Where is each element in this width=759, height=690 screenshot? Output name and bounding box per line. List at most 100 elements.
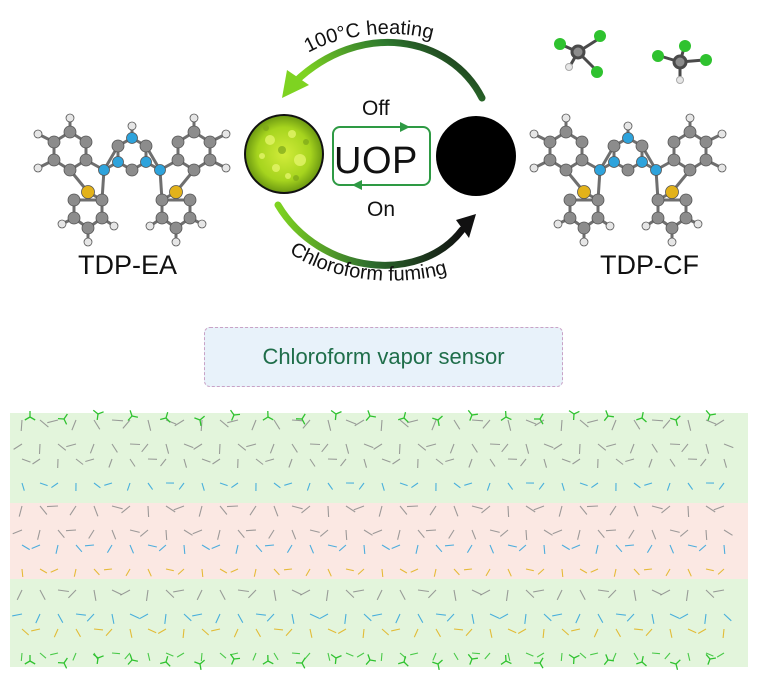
atom-c — [67, 211, 81, 225]
lattice-bond — [147, 544, 157, 548]
lattice-chloroform — [334, 657, 337, 665]
lattice-bond — [337, 628, 347, 634]
lattice-chloroform — [670, 417, 677, 421]
lattice-bond — [176, 652, 185, 658]
atom-h — [33, 163, 43, 173]
lattice-bond — [723, 443, 734, 449]
lattice-bond — [453, 505, 459, 517]
lattice-chloroform — [199, 415, 206, 421]
lattice-bond — [126, 482, 131, 491]
atom-n — [650, 164, 662, 176]
lattice-bond — [75, 613, 86, 616]
lattice-bond — [435, 628, 441, 638]
atom-h — [623, 121, 633, 131]
lattice-bond — [93, 505, 99, 517]
lattice-bond — [158, 544, 167, 552]
lattice-bond — [417, 529, 425, 539]
lattice-bond — [471, 652, 481, 655]
atom-c — [577, 221, 591, 235]
lattice-chloroform — [500, 416, 507, 421]
lattice-bond — [363, 443, 374, 449]
lattice-chloroform — [63, 662, 68, 669]
lattice-bond — [433, 568, 437, 577]
lattice-bond — [212, 458, 221, 465]
lattice-bond — [643, 568, 653, 571]
lattice-bond — [182, 628, 185, 639]
lattice-bond — [651, 443, 658, 453]
atom-c — [699, 153, 713, 167]
atom-c — [169, 221, 183, 235]
lattice-bond — [525, 589, 535, 598]
lattice-chloroform — [335, 655, 342, 659]
lattice-bond — [481, 505, 491, 514]
lattice-bond — [201, 482, 205, 491]
atom-n — [112, 156, 124, 168]
lattice-bond — [628, 529, 635, 539]
lattice-bond — [358, 482, 365, 490]
lattice-bond — [46, 505, 59, 508]
lattice-bond — [587, 419, 599, 424]
lattice-chloroform — [707, 658, 711, 665]
lattice-chloroform — [63, 413, 68, 420]
lattice-bond — [723, 544, 726, 555]
lattice-bond — [192, 529, 203, 535]
atom-h — [171, 237, 181, 247]
lattice-bond — [309, 443, 321, 446]
lattice-bond — [124, 652, 131, 660]
lattice-bond — [255, 613, 266, 616]
lattice-chloroform — [229, 409, 235, 416]
lattice-bond — [662, 419, 671, 429]
lattice-bond — [309, 458, 316, 467]
lattice-chloroform — [432, 417, 439, 421]
uop-label: UOP — [334, 140, 418, 182]
lattice-bond — [561, 568, 564, 578]
lattice-chloroform — [63, 657, 68, 664]
lattice-bond — [285, 628, 293, 637]
lattice-bond — [376, 589, 383, 601]
lattice-bond — [723, 458, 728, 468]
tdp-cf-molecule — [529, 113, 727, 247]
lattice-bond — [489, 529, 500, 533]
lattice-bond — [505, 589, 509, 601]
lattice-bond — [68, 589, 77, 599]
lattice-bond — [226, 505, 239, 508]
lattice-bond — [219, 589, 226, 600]
lattice-bond — [533, 505, 545, 511]
lattice-bond — [525, 529, 528, 541]
lattice-bond — [288, 458, 293, 468]
lattice-bond — [471, 505, 483, 510]
lattice-bond — [466, 544, 473, 553]
atom-c — [635, 139, 649, 153]
lattice-bond — [381, 458, 391, 463]
lattice-bond — [485, 568, 491, 577]
packing-lattice — [12, 409, 734, 671]
lattice-bond — [543, 458, 548, 468]
lattice-bond — [237, 443, 247, 451]
lattice-bond — [104, 482, 113, 486]
lattice-bond — [160, 458, 167, 467]
lattice-bond — [561, 482, 565, 491]
lattice-bond — [543, 443, 554, 449]
lattice-bond — [273, 589, 277, 601]
lattice-chloroform — [334, 413, 337, 421]
lattice-bond — [12, 529, 23, 535]
lattice-bond — [200, 419, 203, 432]
lattice-chloroform — [398, 661, 405, 665]
lattice-bond — [606, 443, 617, 448]
lattice-chloroform — [605, 410, 609, 417]
lattice-bond — [429, 505, 437, 516]
lattice-chloroform — [437, 663, 440, 671]
atom-c — [575, 135, 589, 149]
lattice-bond — [69, 505, 77, 516]
lattice-bond — [669, 628, 673, 638]
lattice-bond — [669, 458, 676, 467]
atom-c — [47, 135, 61, 149]
lattice-bond — [218, 443, 221, 455]
atom-h — [693, 219, 703, 229]
lattice-bond — [391, 544, 401, 550]
atom-c — [95, 193, 109, 207]
chloroform-molecule — [554, 30, 606, 78]
atom-c — [187, 125, 201, 139]
lattice-bond — [353, 589, 365, 593]
lattice-bond — [37, 529, 41, 540]
